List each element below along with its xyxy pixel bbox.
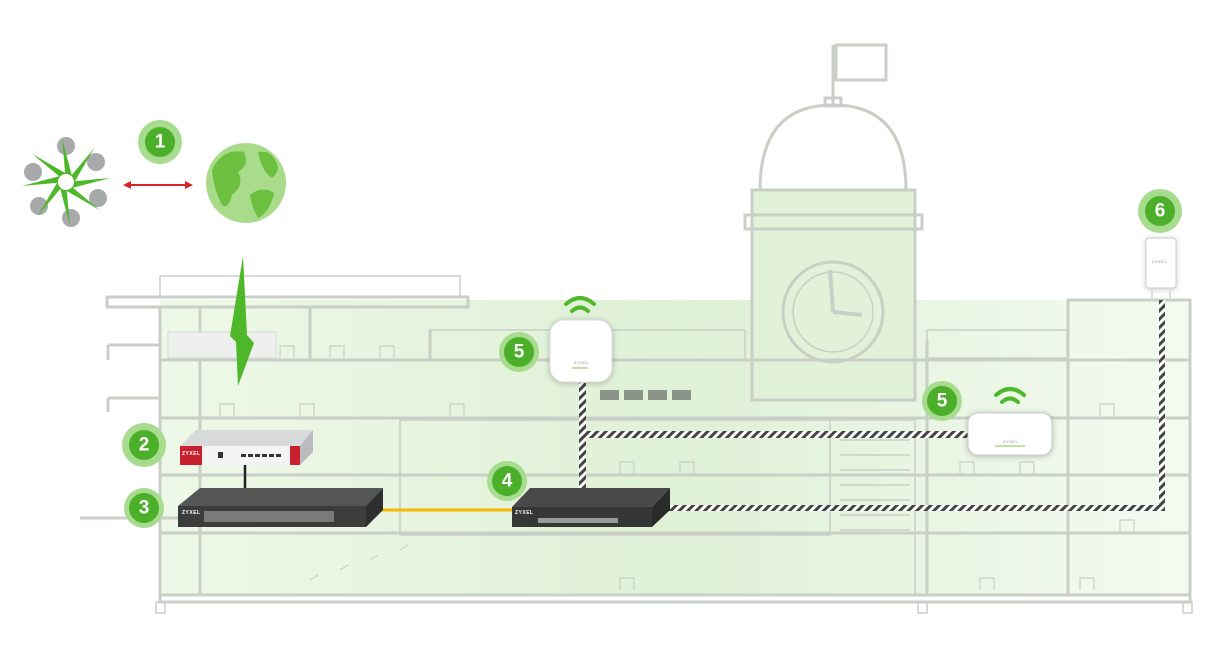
svg-text:5: 5 <box>937 391 948 412</box>
outdoor-ap-brand-logo: ZYXEL <box>1152 259 1167 264</box>
building <box>80 43 1193 614</box>
cloud-logo-icon <box>22 137 110 227</box>
step-badge-2: 2 <box>122 423 166 467</box>
access-point-ceiling: ZYXEL <box>549 319 613 383</box>
svg-text:2: 2 <box>139 435 150 456</box>
core-switch-device: ZYXEL <box>178 488 383 527</box>
server-racks <box>167 331 277 359</box>
ap-right-brand-logo: ZYXEL <box>1003 439 1018 444</box>
step-badge-5-top: 5 <box>499 332 539 372</box>
clock <box>781 260 885 364</box>
step-badge-5-right: 5 <box>922 381 962 421</box>
flag <box>834 43 888 82</box>
svg-text:1: 1 <box>155 132 166 153</box>
svg-text:4: 4 <box>502 471 513 492</box>
bidirectional-arrow-icon <box>123 181 193 189</box>
firewall-device: ZYXEL <box>180 430 313 465</box>
core-switch-brand-logo: ZYXEL <box>182 510 201 516</box>
step-badge-4: 4 <box>487 461 527 501</box>
svg-text:5: 5 <box>514 342 525 363</box>
cables <box>243 300 1165 512</box>
dome <box>758 103 908 192</box>
svg-text:6: 6 <box>1155 201 1166 222</box>
firewall-brand-logo: ZYXEL <box>182 451 201 457</box>
desks <box>219 345 1135 590</box>
internet-globe-icon <box>206 143 286 223</box>
wifi-signal-icon <box>564 296 1026 404</box>
outdoor-access-point: ZYXEL <box>1145 237 1177 300</box>
access-switch-brand-logo: ZYXEL <box>515 510 534 516</box>
step-badge-3: 3 <box>124 488 164 528</box>
ap-brand-logo: ZYXEL <box>574 360 589 365</box>
step-badge-6: 6 <box>1138 189 1182 233</box>
ethernet-cable-outdoor <box>668 505 1165 511</box>
wireless-link-lightning-icon <box>230 256 254 386</box>
monitors <box>600 390 691 400</box>
ethernet-cable-ap-right <box>582 431 970 438</box>
ethernet-cable-vertical <box>1159 300 1165 511</box>
step-badge-1: 1 <box>138 120 182 164</box>
svg-text:3: 3 <box>139 498 150 519</box>
access-point-wall: ZYXEL <box>967 412 1053 456</box>
access-switch-device: ZYXEL <box>512 488 670 527</box>
